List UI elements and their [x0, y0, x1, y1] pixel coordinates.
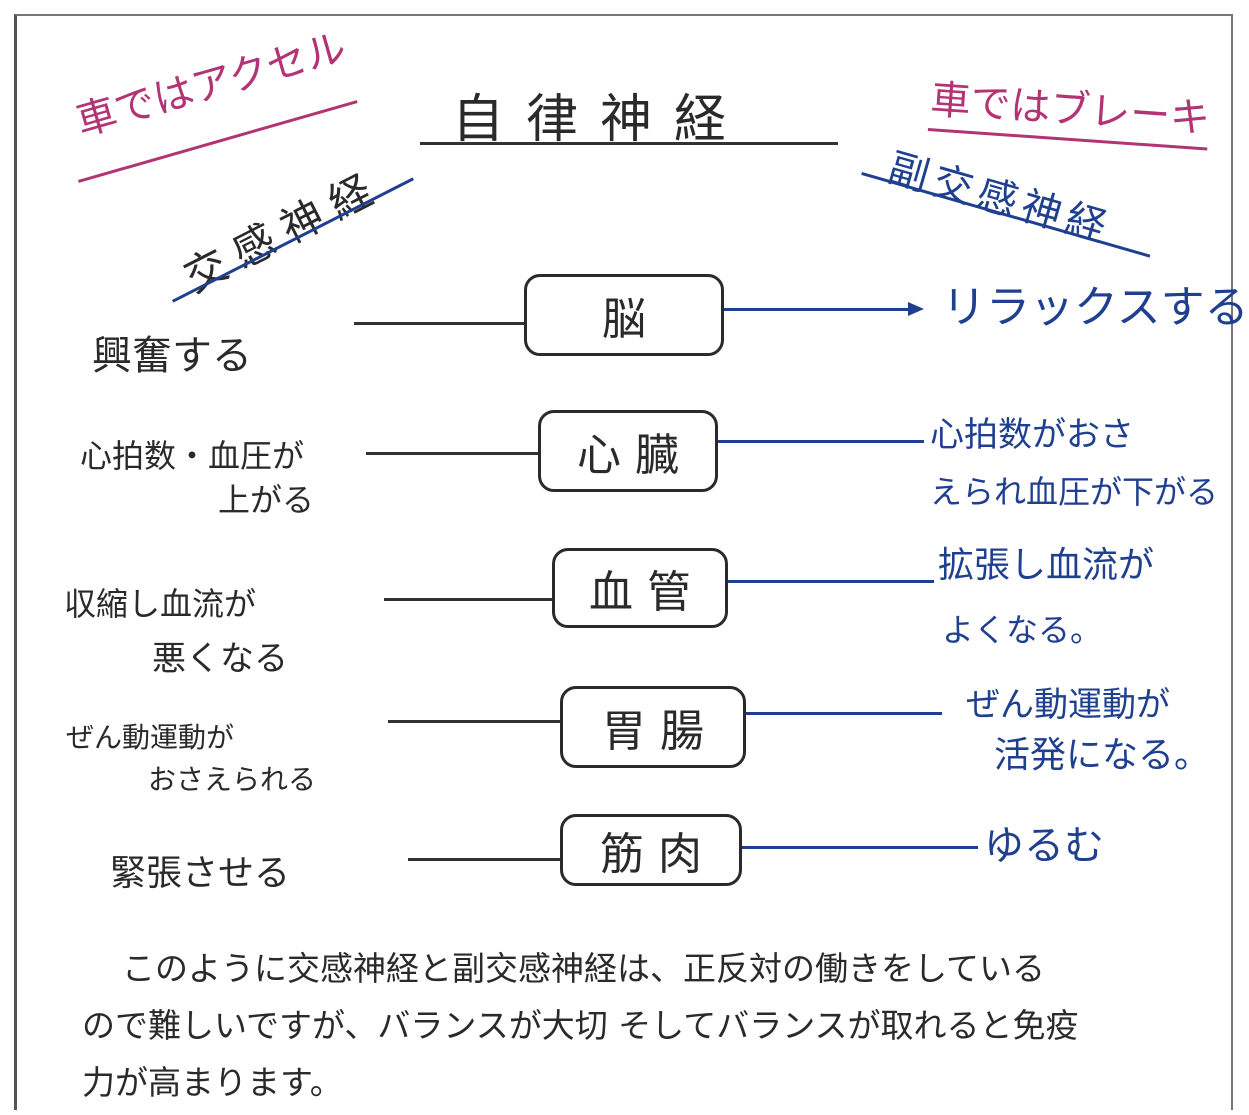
sympathetic-connector — [354, 322, 524, 325]
organ-box-blood-vessels: 血管 — [552, 548, 728, 628]
parasympathetic-connector — [724, 308, 910, 311]
summary-line: 力が高まります。 — [82, 1063, 343, 1102]
parasympathetic-effect: 活発になる。 — [994, 735, 1211, 776]
sympathetic-effect: 収縮し血流が — [64, 585, 257, 623]
sympathetic-connector — [408, 858, 560, 861]
organ-label: 心臓 — [577, 430, 693, 481]
organ-label: 筋肉 — [600, 829, 716, 880]
sympathetic-effect: 上がる — [218, 481, 315, 519]
sympathetic-effect: 緊張させる — [110, 853, 291, 894]
organ-label: 脳 — [602, 294, 660, 345]
parasympathetic-connector — [746, 712, 942, 715]
sympathetic-effect: 興奮する — [92, 333, 252, 379]
organ-box-muscles: 筋肉 — [560, 814, 742, 886]
organ-box-stomach-intestines: 胃腸 — [560, 686, 746, 768]
diagram-title: 自律神経 — [452, 90, 749, 150]
sympathetic-connector — [384, 598, 552, 601]
sympathetic-connector — [388, 720, 560, 723]
parasympathetic-effect: ぜん動運動が — [966, 685, 1170, 725]
parasympathetic-effect: よくなる。 — [942, 611, 1103, 649]
organ-box-brain: 脳 — [524, 274, 724, 356]
parasympathetic-effect: 心拍数がおさ — [930, 415, 1134, 455]
sympathetic-effect: ぜん動運動が — [66, 721, 235, 754]
organ-label: 胃腸 — [602, 706, 718, 757]
summary-line: このように交感神経と副交感神経は、正反対の働きをしている — [122, 949, 1046, 988]
parasympathetic-connector — [728, 580, 934, 583]
parasympathetic-effect: リラックスする — [942, 282, 1249, 333]
summary-line: ので難しいですが、バランスが大切 そしてバランスが取れると免疫 — [82, 1006, 1079, 1045]
parasympathetic-effect: ゆるむ — [984, 823, 1104, 869]
organ-box-heart: 心臓 — [538, 410, 718, 492]
page-frame — [14, 14, 1233, 1110]
sympathetic-effect: おさえられる — [148, 763, 317, 796]
title-underline — [420, 142, 838, 145]
summary-paragraph: このように交感神経と副交感神経は、正反対の働きをしている ので難しいですが、バラ… — [82, 940, 1212, 1111]
arrow-head-icon — [908, 302, 924, 316]
parasympathetic-connector — [718, 440, 924, 443]
sympathetic-effect: 悪くなる — [152, 639, 288, 679]
parasympathetic-connector — [742, 846, 978, 849]
sympathetic-effect: 心拍数・血圧が — [80, 437, 305, 475]
parasympathetic-effect: えられ血圧が下がる — [930, 473, 1219, 511]
sympathetic-connector — [366, 452, 538, 455]
parasympathetic-effect: 拡張し血流が — [938, 545, 1155, 586]
organ-label: 血管 — [589, 567, 705, 618]
